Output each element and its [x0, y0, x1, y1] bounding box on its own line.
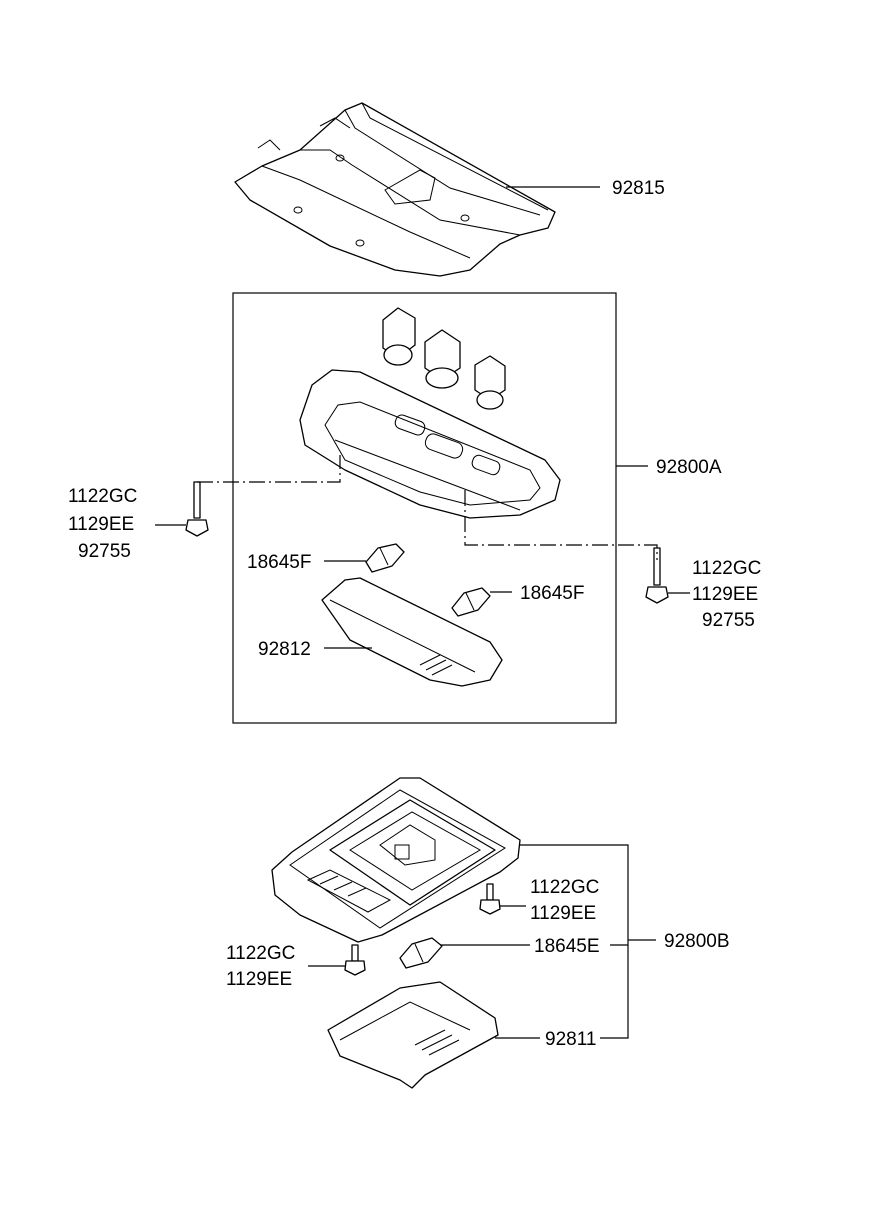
label-bulb-a-right: 18645F	[520, 583, 584, 604]
assembly-frame-92800a	[232, 292, 617, 724]
bolt-icon-left	[185, 481, 209, 537]
label-lower-bolt-right-2: 1129EE	[530, 903, 596, 924]
label-92800a: 92800A	[656, 457, 722, 478]
label-lower-bolt-left-1: 1122GC	[226, 943, 295, 964]
label-left-bolt-2: 1129EE	[68, 514, 134, 535]
label-right-bolt-1: 1122GC	[692, 558, 761, 579]
bulb-icon-left	[365, 543, 405, 573]
label-lower-bolt-left-2: 1129EE	[226, 969, 292, 990]
bolt-icon-right	[645, 547, 669, 604]
label-left-bolt-1: 1122GC	[68, 486, 137, 507]
bulb-icon-right	[451, 587, 491, 617]
dash-line-left	[197, 455, 341, 483]
lens-icon-92811	[327, 981, 499, 1089]
bolt-icon-lower-right	[479, 883, 501, 915]
label-bulb-a-left: 18645F	[247, 552, 311, 573]
label-92815: 92815	[612, 178, 665, 199]
label-18645e: 18645E	[534, 936, 600, 957]
label-lower-bolt-right-1: 1122GC	[530, 877, 599, 898]
label-92811: 92811	[545, 1029, 596, 1050]
label-92812: 92812	[258, 639, 311, 660]
bolt-icon-lower-left	[344, 944, 366, 976]
label-left-bolt-3: 92755	[78, 541, 131, 562]
map-lamp-assembly-icon	[299, 307, 561, 519]
room-lamp-assembly-icon	[271, 777, 521, 943]
label-92800b: 92800B	[664, 931, 730, 952]
label-right-bolt-2: 1129EE	[692, 584, 758, 605]
bulb-icon-18645e	[399, 937, 443, 969]
lens-icon-92812	[321, 577, 503, 687]
roof-panel-icon	[234, 102, 556, 277]
bracket-92800b	[520, 844, 629, 1039]
dash-line-right	[464, 490, 658, 560]
label-right-bolt-3: 92755	[702, 610, 755, 631]
